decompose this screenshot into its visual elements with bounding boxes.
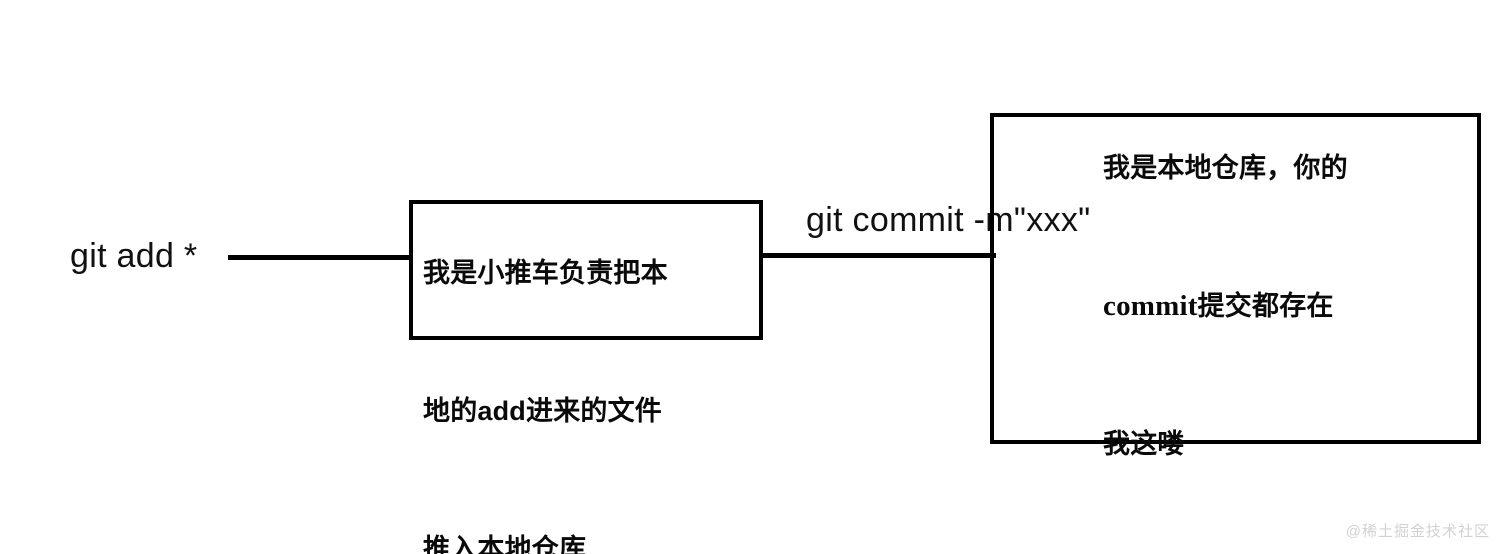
repo-note-line-2: commit提交都存在 [1103, 283, 1348, 329]
repo-note-commit-word: commit [1103, 290, 1198, 322]
staging-note-line-2: 地的add进来的文件 [423, 396, 663, 426]
local-repository-box [990, 113, 1481, 444]
repo-note-line-2-rest: 提交都存在 [1197, 291, 1334, 321]
repo-note-line-3: 我这喽 [1103, 429, 1185, 459]
repo-note-line-1: 我是本地仓库，你的 [1103, 153, 1348, 183]
staging-area-note: 我是小推车负责把本 地的add进来的文件 推入本地仓库 [423, 158, 668, 554]
staging-note-line-3: 推入本地仓库 [423, 534, 587, 554]
connector-line-commit [760, 253, 996, 258]
git-add-command-label: git add * [70, 237, 198, 275]
local-repository-note: 我是本地仓库，你的 commit提交都存在 我这喽 [1103, 53, 1348, 554]
staging-area-box [409, 200, 763, 340]
watermark: @稀土掘金技术社区 [1345, 523, 1490, 540]
git-commit-command-label: git commit -m"xxx" [806, 201, 1091, 239]
connector-line-add [228, 255, 412, 260]
staging-note-line-1: 我是小推车负责把本 [423, 258, 668, 288]
